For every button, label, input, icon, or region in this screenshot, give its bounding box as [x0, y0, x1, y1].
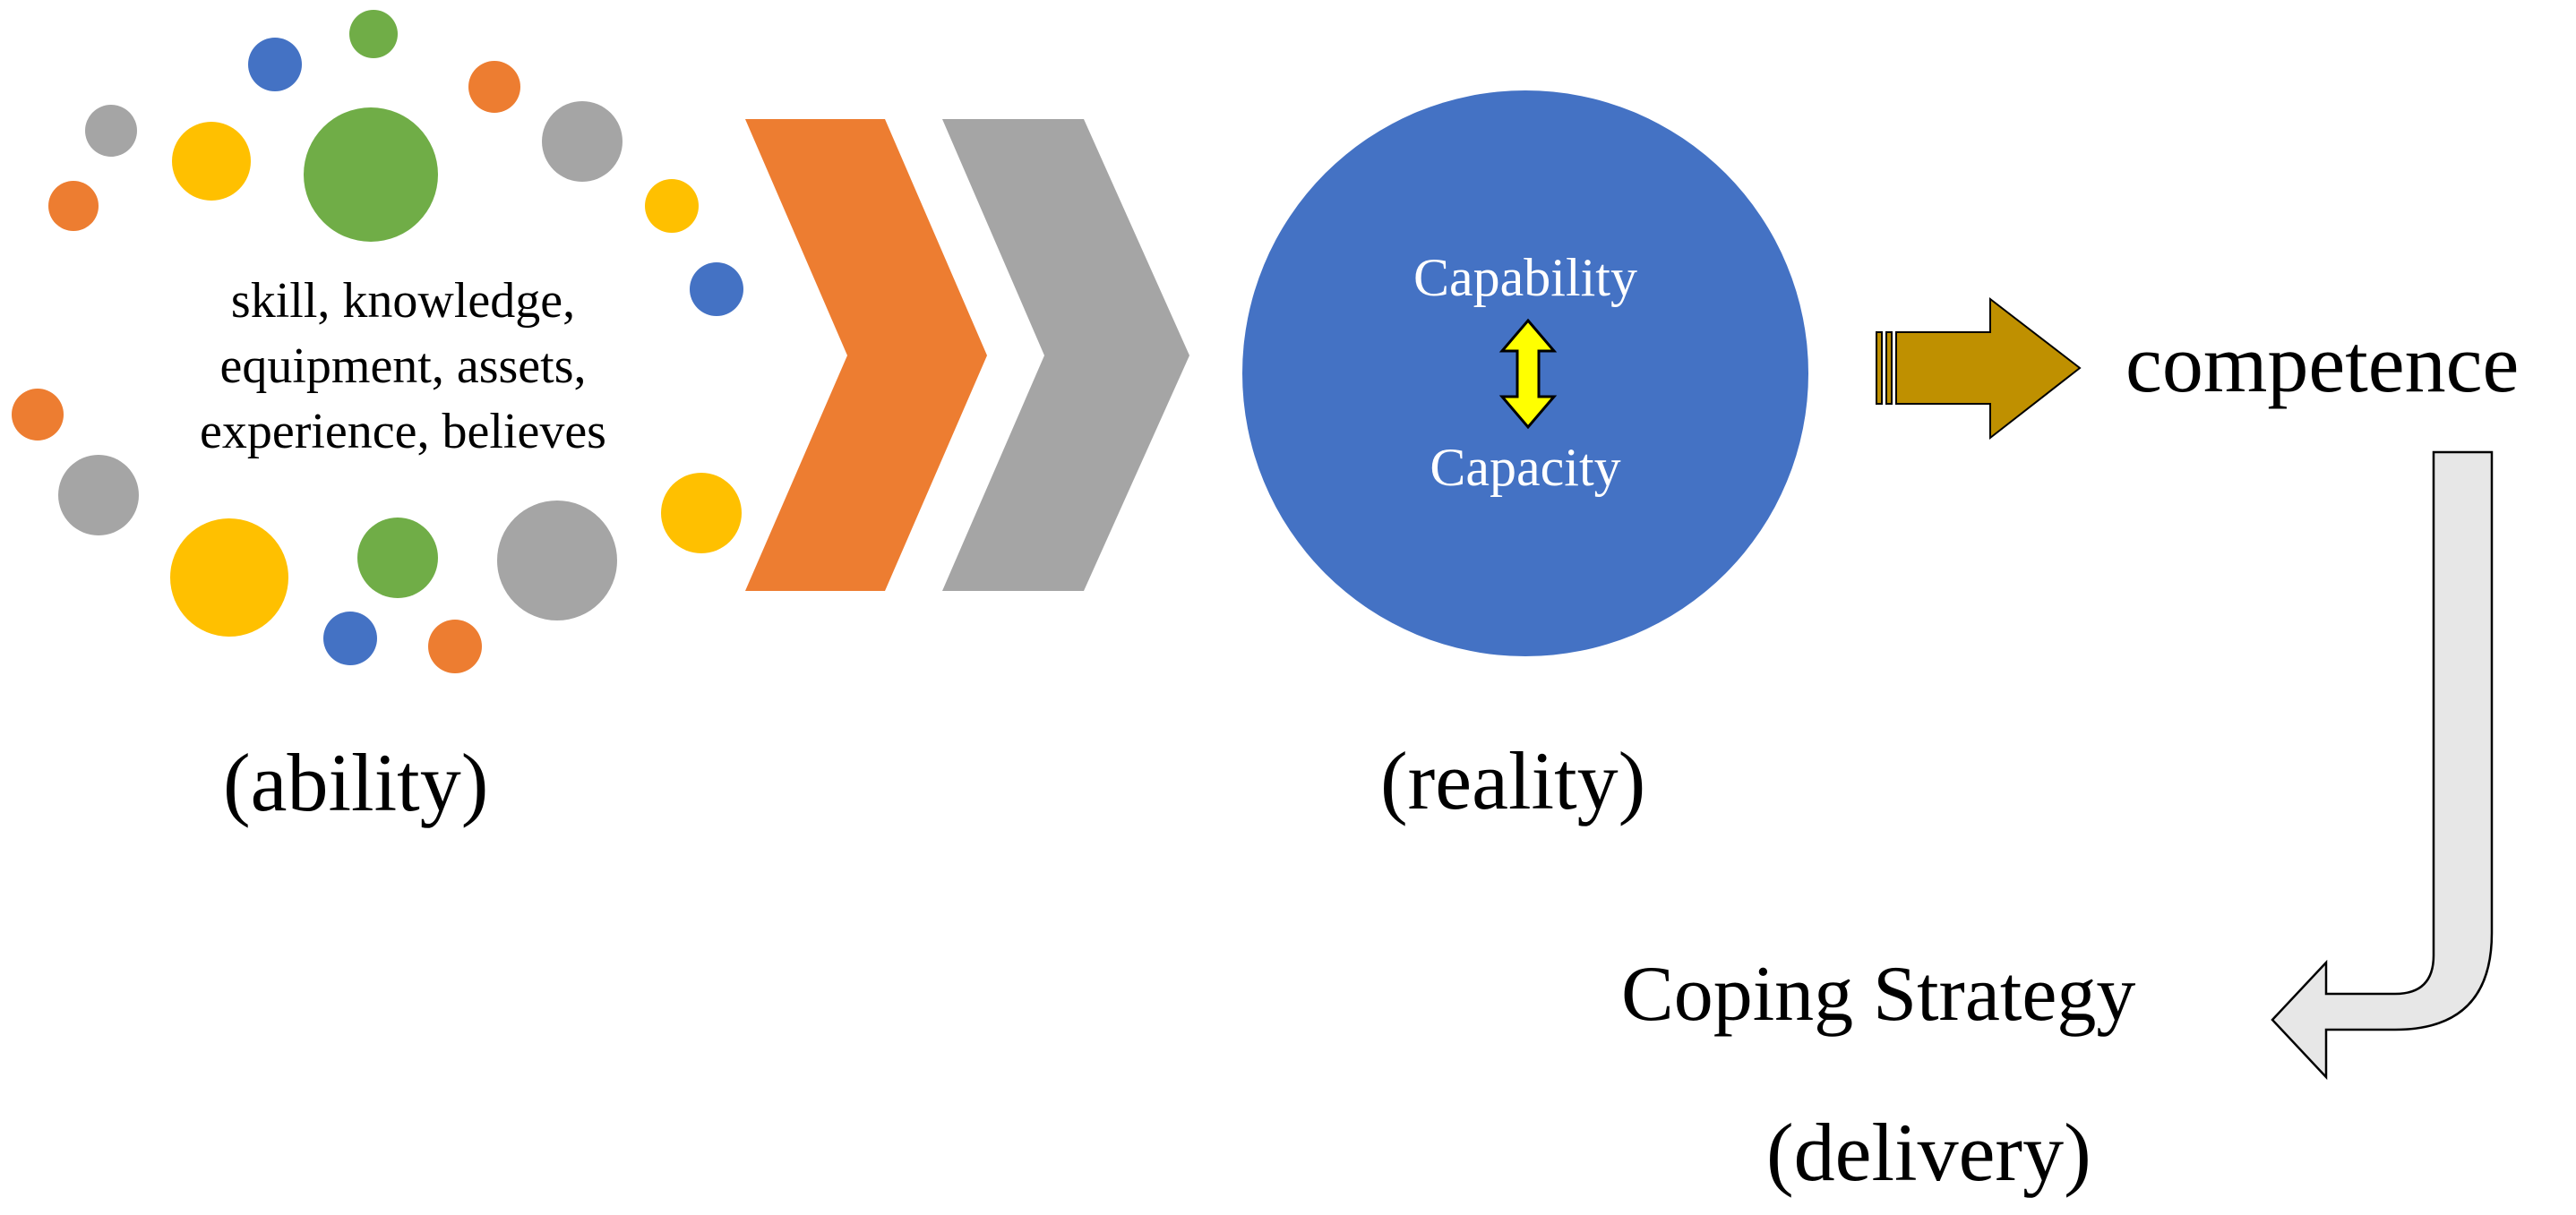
yellow-dot-icon — [661, 473, 742, 553]
delivery-label: (delivery) — [1766, 1107, 2091, 1198]
ability-term-line: equipment, assets, — [219, 338, 587, 394]
double-arrow-icon — [1498, 318, 1558, 430]
ability-term-line: skill, knowledge, — [230, 273, 576, 329]
gray-chevron-icon — [942, 119, 1189, 591]
reality-label: (reality) — [1380, 735, 1646, 826]
gray-dot-icon — [542, 101, 623, 182]
orange-dot-icon — [12, 389, 64, 441]
competence-label: competence — [2125, 318, 2520, 409]
ability-label: (ability) — [223, 737, 489, 828]
capability-label: Capability — [1413, 248, 1637, 307]
coping-strategy-label: Coping Strategy — [1621, 951, 2136, 1038]
green-dot-icon — [304, 107, 438, 242]
orange-chevron-icon — [745, 119, 987, 591]
yellow-dot-icon — [645, 179, 699, 233]
orange-dot-icon — [468, 61, 520, 113]
green-dot-icon — [357, 518, 438, 598]
ability-dots — [12, 10, 743, 673]
green-dot-icon — [349, 10, 398, 58]
orange-dot-icon — [48, 181, 99, 231]
capacity-label: Capacity — [1430, 438, 1621, 497]
ability-term-line: experience, believes — [200, 404, 606, 459]
gold-arrow-icon — [1876, 296, 2082, 441]
ability-terms: skill, knowledge, equipment, assets, exp… — [125, 269, 681, 465]
yellow-dot-icon — [172, 122, 251, 201]
blue-dot-icon — [248, 38, 302, 91]
blue-dot-icon — [690, 262, 743, 316]
yellow-dot-icon — [170, 518, 288, 637]
blue-dot-icon — [323, 612, 377, 665]
orange-dot-icon — [428, 620, 482, 673]
gray-dot-icon — [58, 455, 139, 535]
return-arrow-icon — [2271, 450, 2494, 1081]
gray-dot-icon — [85, 105, 137, 157]
gray-dot-icon — [497, 501, 617, 620]
